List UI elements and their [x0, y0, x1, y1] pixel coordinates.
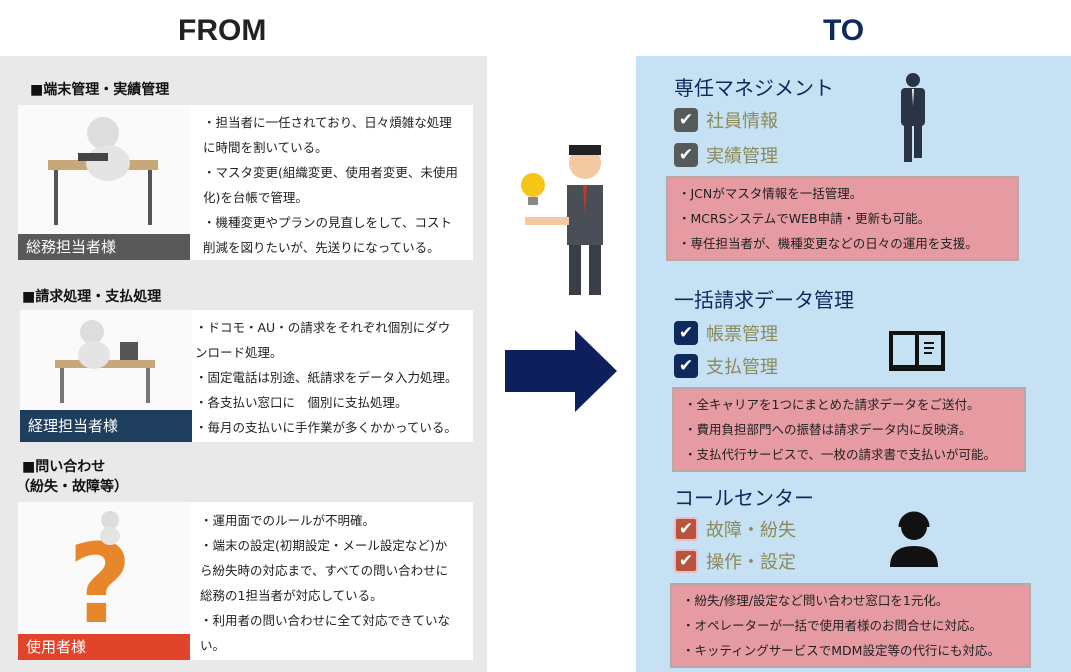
from-section-title: ■請求処理・支払処理 — [22, 289, 162, 305]
from-desc: ・ドコモ・AU・の請求をそれぞれ個別にダウンロード処理。・固定電話は別途、紙請求… — [195, 320, 458, 435]
to-heading: 一括請求データ管理 — [674, 288, 854, 312]
businessman-idea-illustration — [521, 145, 603, 295]
to-info-box: ・JCNがマスタ情報を一括管理。・MCRSシステムでWEB申請・更新も可能。・専… — [666, 176, 1019, 261]
arrow-right-icon — [505, 330, 617, 412]
to-info-box: ・紛失/修理/設定など問い合わせ窓口を1元化。・オペレーターが一括で使用者様のお… — [670, 583, 1031, 668]
role-tag: 総務担当者様 — [18, 234, 190, 260]
checkbox-icon: ✔ — [674, 517, 698, 541]
role-tag: 使用者様 — [18, 634, 190, 660]
role-tag: 経理担当者様 — [20, 410, 192, 442]
checklist-item: ✔故障・紛失 — [674, 516, 796, 542]
to-heading: コールセンター — [674, 486, 814, 510]
checklist-item: ✔実績管理 — [674, 142, 778, 168]
checkbox-icon: ✔ — [674, 143, 698, 167]
from-card: 経理担当者様 ・ドコモ・AU・の請求をそれぞれ個別にダウンロード処理。・固定電話… — [20, 310, 473, 442]
checkbox-icon: ✔ — [674, 108, 698, 132]
to-header: TO — [823, 14, 865, 47]
checklist-item: ✔支払管理 — [674, 353, 778, 379]
from-card: ? 使用者様 ・運用面でのルールが不明確。・端末の設定(初期設定・メール設定など… — [18, 502, 473, 660]
headset-operator-icon — [890, 511, 938, 567]
from-desc: ・担当者に一任されており、日々煩雑な処理に時間を割いている。・マスタ変更(組織変… — [203, 115, 458, 255]
from-section-title: ■問い合わせ — [22, 459, 106, 475]
from-desc: ・運用面でのルールが不明確。・端末の設定(初期設定・メール設定など)から紛失時の… — [200, 513, 451, 653]
checklist-item: ✔社員情報 — [674, 107, 778, 133]
from-card: 総務担当者様 ・担当者に一任されており、日々煩雑な処理に時間を割いている。・マス… — [18, 105, 473, 260]
checklist-item: ✔帳票管理 — [674, 320, 778, 346]
from-section-title: ■端末管理・実績管理 — [30, 82, 170, 98]
book-icon — [889, 331, 945, 371]
checkbox-icon: ✔ — [674, 321, 698, 345]
svg-text:?: ? — [68, 520, 132, 632]
to-info-box: ・全キャリアを1つにまとめた請求データをご送付。・費用負担部門への振替は請求デー… — [672, 387, 1026, 472]
to-heading: 専任マネジメント — [674, 76, 834, 100]
checkbox-icon: ✔ — [674, 354, 698, 378]
checklist-item: ✔操作・設定 — [674, 548, 796, 574]
businessman-icon — [901, 73, 925, 162]
from-header: FROM — [178, 14, 267, 47]
from-section-subtitle: （紛失・故障等） — [16, 479, 128, 495]
to-panel — [636, 56, 1071, 672]
checkbox-icon: ✔ — [674, 549, 698, 573]
question-mark-illustration: ? — [18, 502, 190, 660]
